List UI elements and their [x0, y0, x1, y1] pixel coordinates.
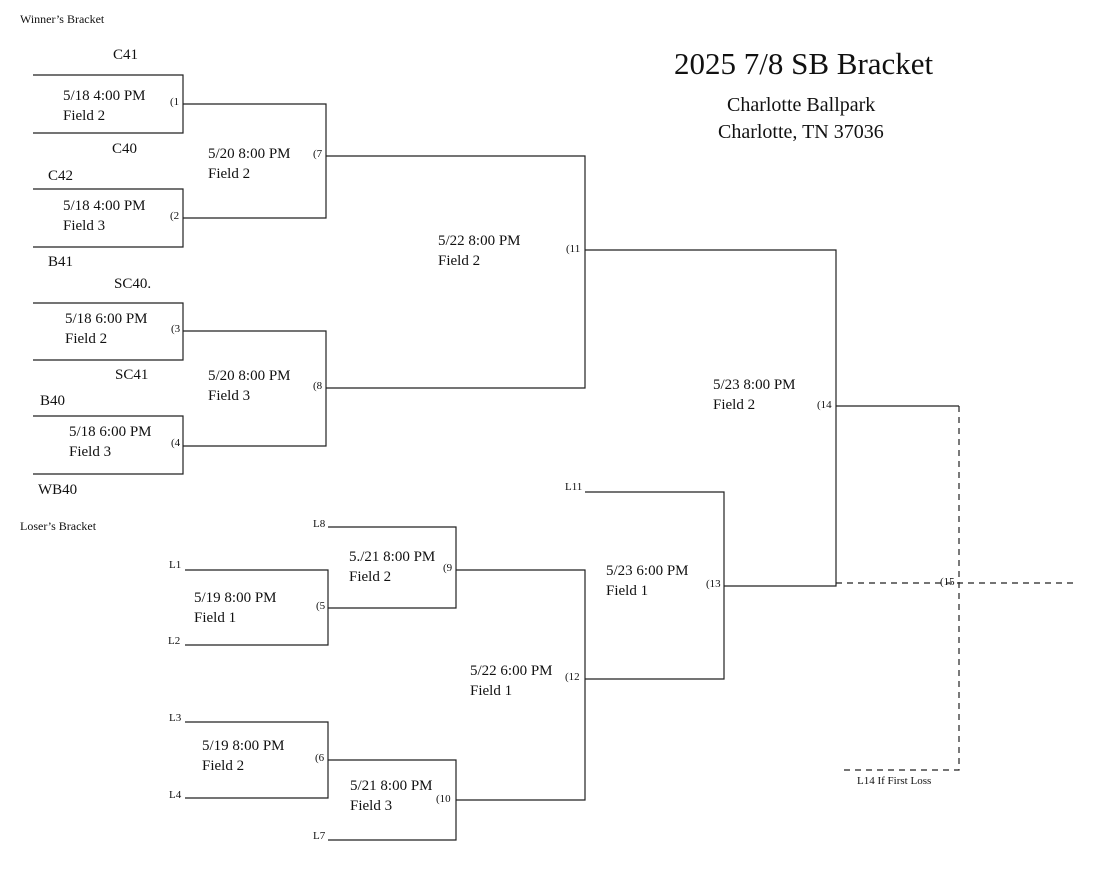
game-1-info: 5/18 4:00 PM Field 2: [63, 86, 146, 126]
seed-label: C40: [112, 141, 138, 157]
game-11-line: [326, 155, 586, 389]
game-5-number: (5: [316, 600, 326, 612]
game-9-line: [328, 526, 457, 609]
game-4-info: 5/18 6:00 PM Field 3: [69, 422, 152, 462]
seed-label: C42: [48, 168, 74, 184]
game-11-number: (11: [566, 243, 581, 255]
game-date: 5/18 6:00 PM: [65, 311, 148, 327]
game-12-number: (12: [565, 671, 580, 683]
game-4-number: (4: [171, 437, 181, 449]
seed-label: SC41: [115, 367, 149, 383]
game-date: 5/19 8:00 PM: [202, 738, 285, 754]
game-field: Field 1: [194, 610, 237, 626]
game-10-number: (10: [436, 793, 451, 805]
game-7-info: 5/20 8:00 PM Field 2: [208, 144, 291, 184]
game-14-info: 5/23 8:00 PM Field 2: [713, 375, 796, 415]
game-12-info: 5/22 6:00 PM Field 1: [470, 661, 553, 701]
game-date: 5/18 6:00 PM: [69, 424, 152, 440]
game-3-number: (3: [171, 323, 181, 335]
loser-entry: L4: [169, 789, 182, 801]
game-2-number: (2: [170, 210, 180, 222]
game-10-info: 5/21 8:00 PM Field 3: [350, 776, 433, 816]
game-7-line: [183, 103, 327, 219]
loser-entry: L7: [313, 830, 326, 842]
seed-label: SC40.: [114, 276, 152, 292]
game-field: Field 2: [713, 397, 756, 413]
game-12-line: [456, 569, 586, 801]
game-8-number: (8: [313, 380, 323, 392]
game-field: Field 2: [63, 108, 106, 124]
game-4-line: [33, 415, 184, 475]
game-6-number: (6: [315, 752, 325, 764]
game-date: 5./21 8:00 PM: [349, 549, 436, 565]
winners-bracket-heading: Winner’s Bracket: [20, 12, 105, 26]
game-field: Field 2: [65, 331, 108, 347]
game-date: 5/21 8:00 PM: [350, 778, 433, 794]
game-14-number: (14: [817, 399, 832, 411]
game-field: Field 3: [69, 444, 112, 460]
game-date: 5/20 8:00 PM: [208, 146, 291, 162]
game-field: Field 3: [208, 388, 251, 404]
seed-label: B41: [48, 254, 74, 270]
game-7-number: (7: [313, 148, 323, 160]
game-15-if-line: [839, 406, 960, 771]
game-date: 5/23 6:00 PM: [606, 563, 689, 579]
loser-entry: L8: [313, 518, 326, 530]
if-game-note: L14 If First Loss: [857, 775, 932, 787]
game-2-info: 5/18 4:00 PM Field 3: [63, 196, 146, 236]
game-1-number: (1: [170, 96, 180, 108]
game-11-info: 5/22 8:00 PM Field 2: [438, 231, 521, 271]
game-9-info: 5./21 8:00 PM Field 2: [349, 547, 435, 587]
game-date: 5/22 6:00 PM: [470, 663, 553, 679]
seed-label: B40: [40, 393, 66, 409]
venue-name: Charlotte Ballpark: [727, 94, 876, 116]
game-9-number: (9: [443, 562, 453, 574]
game-field: Field 3: [63, 218, 106, 234]
game-3-info: 5/18 6:00 PM Field 2: [65, 309, 148, 349]
game-field: Field 2: [438, 253, 481, 269]
loser-entry: L11: [565, 481, 583, 493]
game-date: 5/18 4:00 PM: [63, 198, 146, 214]
game-8-info: 5/20 8:00 PM Field 3: [208, 366, 291, 406]
game-6-info: 5/19 8:00 PM Field 2: [202, 736, 285, 776]
game-date: 5/23 8:00 PM: [713, 377, 796, 393]
loser-entry: L1: [169, 559, 182, 571]
game-date: 5/20 8:00 PM: [208, 368, 291, 384]
game-5-info: 5/19 8:00 PM Field 1: [194, 588, 277, 628]
loser-entry: L2: [168, 635, 181, 647]
venue-location: Charlotte, TN 37036: [718, 121, 884, 143]
game-date: 5/22 8:00 PM: [438, 233, 521, 249]
game-field: Field 2: [208, 166, 251, 182]
game-13-line: [585, 491, 725, 680]
game-field: Field 2: [202, 758, 245, 774]
losers-bracket-heading: Loser’s Bracket: [20, 519, 97, 533]
game-field: Field 1: [470, 683, 513, 699]
loser-entry: L3: [169, 712, 182, 724]
seed-label: C41: [113, 47, 139, 63]
game-date: 5/18 4:00 PM: [63, 88, 146, 104]
game-15-number: (15: [940, 576, 955, 588]
game-field: Field 2: [349, 569, 392, 585]
game-13-info: 5/23 6:00 PM Field 1: [606, 561, 689, 601]
game-field: Field 1: [606, 583, 649, 599]
game-13-number: (13: [706, 578, 721, 590]
game-field: Field 3: [350, 798, 393, 814]
page-title: 2025 7/8 SB Bracket: [674, 46, 934, 81]
game-14-line: [585, 249, 837, 587]
game-date: 5/19 8:00 PM: [194, 590, 277, 606]
seed-label: WB40: [38, 482, 78, 498]
